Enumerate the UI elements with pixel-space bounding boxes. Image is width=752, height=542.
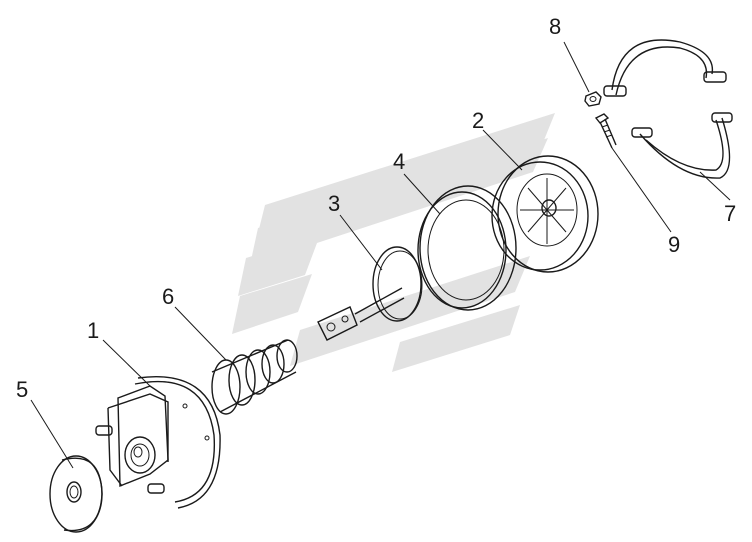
leader-8 xyxy=(563,41,590,93)
callout-2: 2 xyxy=(472,108,484,133)
callout-6: 6 xyxy=(162,284,174,309)
part-6-spring xyxy=(211,339,298,415)
callout-8: 8 xyxy=(549,14,561,39)
leader-7 xyxy=(699,171,731,201)
watermark-logo xyxy=(232,113,555,372)
part-1-housing xyxy=(95,376,221,509)
leader-9 xyxy=(611,147,672,233)
leader-2 xyxy=(482,129,523,171)
leader-5 xyxy=(30,399,74,469)
callout-3: 3 xyxy=(328,191,340,216)
part-5-washer xyxy=(49,455,103,533)
part-3-pushrod-plate xyxy=(317,246,423,341)
leader-4 xyxy=(403,173,441,215)
callout-9: 9 xyxy=(668,232,680,257)
callout-7: 7 xyxy=(724,201,736,226)
part-7-clamp-bands xyxy=(603,39,733,179)
part-9-bolt xyxy=(594,113,617,149)
leader-1 xyxy=(102,339,151,387)
callout-labels: 1 2 3 4 5 6 7 8 9 xyxy=(16,14,736,402)
callout-1: 1 xyxy=(87,318,99,343)
leader-6 xyxy=(174,306,227,361)
callout-4: 4 xyxy=(393,149,405,174)
part-2-chamber xyxy=(491,155,599,273)
part-4-diaphragm xyxy=(417,185,517,311)
part-8-nut xyxy=(584,91,602,107)
leader-3 xyxy=(339,214,383,271)
leader-lines xyxy=(30,41,731,469)
callout-5: 5 xyxy=(16,377,28,402)
